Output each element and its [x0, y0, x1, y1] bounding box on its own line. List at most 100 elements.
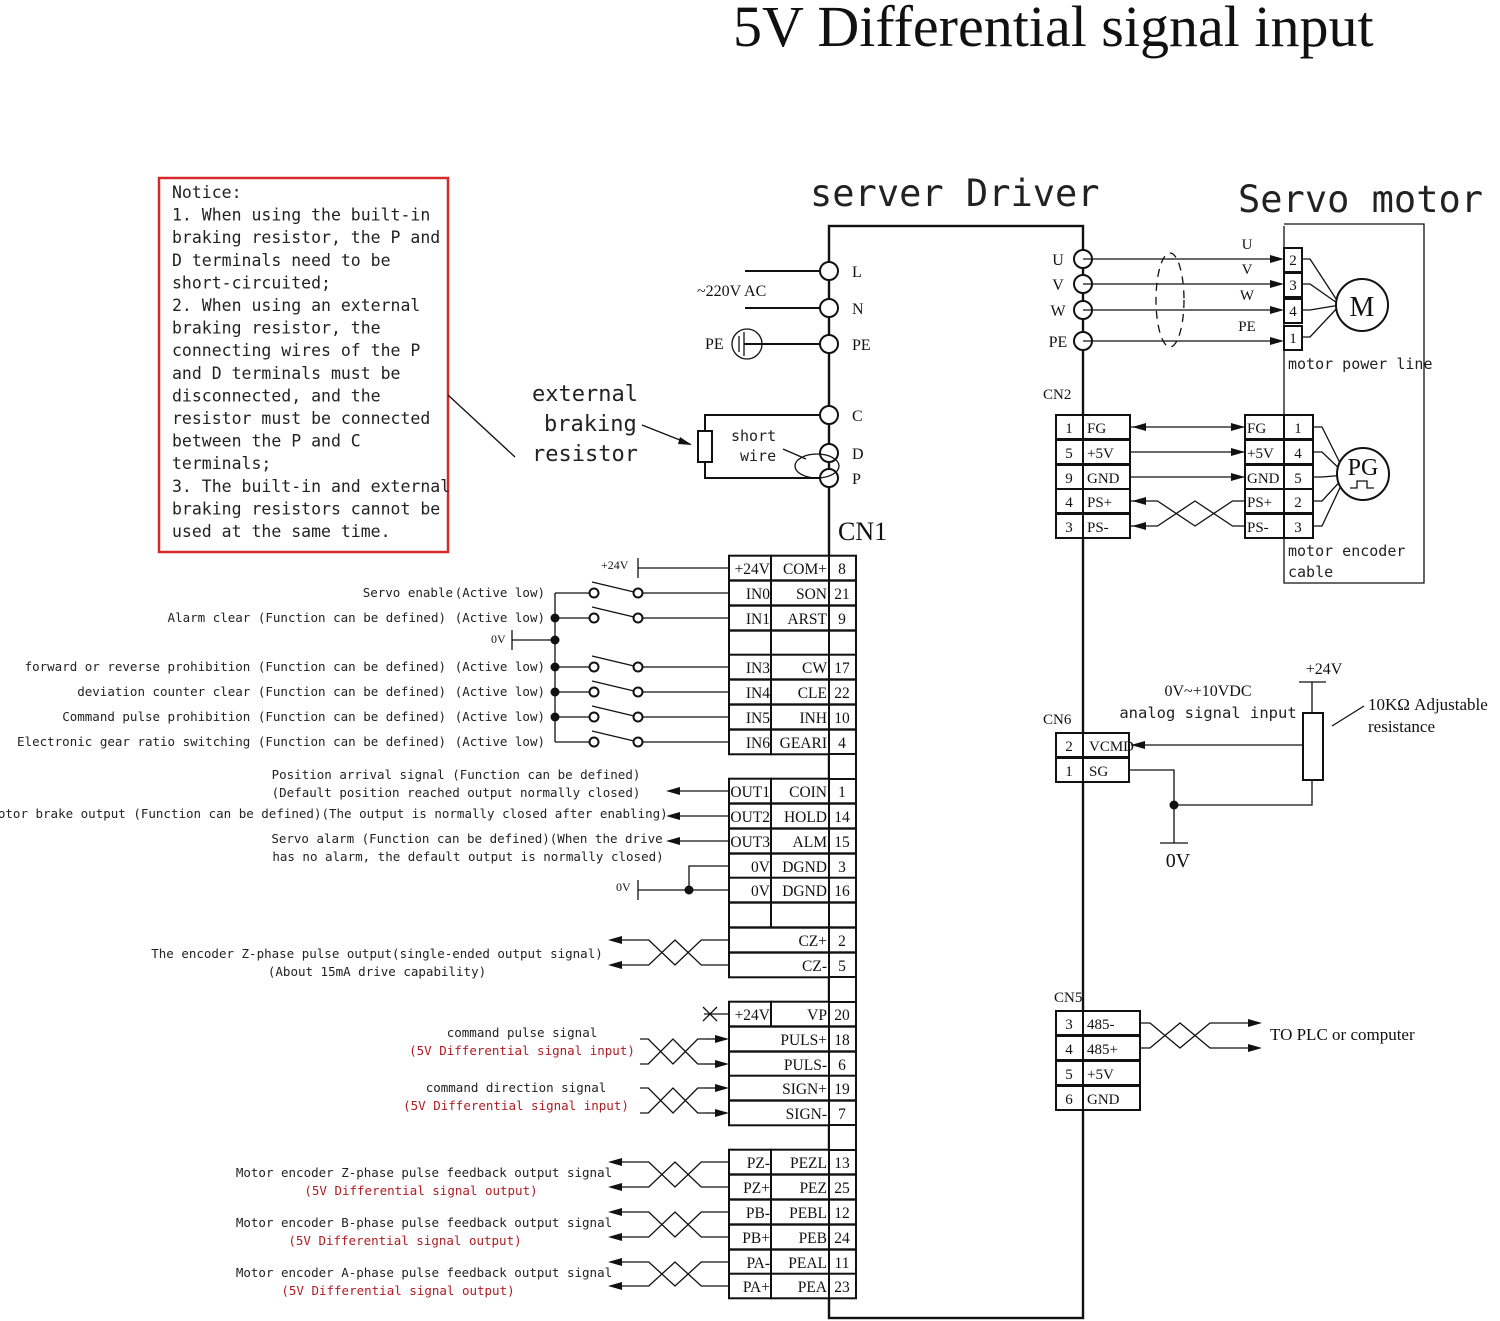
plc-target-label: TO PLC or computer — [1270, 1025, 1415, 1044]
cn1-signal-name: PULS+ — [780, 1032, 827, 1049]
encoder-pin-number: 2 — [1294, 495, 1302, 511]
cn2-pin-number: 3 — [1065, 520, 1073, 536]
cn1-io-name: OUT3 — [730, 834, 770, 851]
arrow-head — [666, 787, 680, 795]
cn1-pin-number: 13 — [834, 1155, 850, 1172]
encoder-signal: GND — [1247, 471, 1280, 487]
motor-pin-cell — [1283, 298, 1303, 324]
arrow-head — [666, 812, 680, 820]
arrow-head — [1248, 1044, 1262, 1052]
motor-symbol: M — [1350, 292, 1375, 323]
cn2-signal: PS- — [1087, 520, 1109, 536]
motor-lead — [1302, 283, 1341, 306]
arrow-head — [608, 936, 622, 944]
cn2-pin-number: 5 — [1065, 446, 1073, 462]
cn1-pin-number: 12 — [834, 1205, 850, 1222]
output-description: (Default position reached output normall… — [272, 785, 641, 800]
twisted-wire-b — [640, 1161, 710, 1188]
supply-24v-label: +24V — [601, 558, 629, 572]
cn6-signal: SG — [1089, 764, 1108, 780]
cn1-signal-name: CZ+ — [798, 933, 827, 950]
pulse-icon — [1350, 480, 1374, 489]
pot-label: 10KΩ Adjustable — [1368, 695, 1488, 714]
motor-terminal-label: V — [1052, 277, 1064, 294]
cn1-pin-number: 20 — [834, 1007, 850, 1024]
cn1-signal-cell — [770, 852, 830, 880]
cn1-pin-cell — [828, 1248, 857, 1276]
cn2-pin-number: 4 — [1065, 495, 1073, 511]
arrow-head — [678, 437, 692, 445]
input-active-level: (Active low) — [455, 684, 545, 699]
input-twisted-pair — [640, 1087, 706, 1114]
cn1-signal-cell — [770, 901, 830, 929]
cn1-io-cell — [728, 1223, 772, 1251]
feedback-description: Motor encoder B-phase pulse feedback out… — [236, 1215, 612, 1230]
cn1-signal-name: PEB — [799, 1230, 827, 1247]
cn1-pin-cell — [828, 901, 857, 929]
notice-line: resistor must be connected — [172, 409, 430, 428]
input-active-level: (Active low) — [455, 659, 545, 674]
twisted-wire-b — [640, 1087, 706, 1114]
arrow-head — [608, 1183, 622, 1191]
potentiometer-icon — [1302, 712, 1324, 781]
arrow-head — [1231, 448, 1245, 456]
cn1-pin-cell — [828, 703, 857, 731]
short-wire-loop — [794, 453, 840, 479]
analog-range-label: 0V~+10VDC — [1164, 683, 1251, 700]
cn1-pin-cell — [828, 579, 857, 607]
switch-contact — [632, 661, 644, 673]
cn1-signal-name: PEZ — [799, 1180, 827, 1197]
cn1-signal-name: COIN — [789, 784, 827, 801]
arrow-head — [608, 1208, 622, 1216]
cn1-signal-cell — [728, 1099, 830, 1127]
ac-supply-label: ~220V AC — [697, 283, 766, 300]
input-active-level: (Active low) — [455, 734, 545, 749]
motor-wire-label: U — [1242, 237, 1253, 253]
notice-line: short-circuited; — [172, 273, 331, 292]
cn1-pin-number: 17 — [834, 660, 850, 677]
switch-contact — [632, 736, 644, 748]
notice-line: braking resistor, the — [172, 319, 381, 338]
cn1-io-name: IN3 — [746, 660, 770, 677]
cn1-signal-name: CW — [802, 660, 827, 677]
feedback-description-highlight: (5V Differential signal output) — [288, 1233, 521, 1248]
twisted-wire-a — [1145, 500, 1245, 527]
cn5-label: CN5 — [1054, 990, 1082, 1006]
arrow-head — [1131, 741, 1145, 749]
cn5-pin-cell — [1055, 1035, 1084, 1061]
cn5-signal-cell — [1082, 1060, 1141, 1086]
cn1-pin-number: 1 — [838, 784, 846, 801]
arrow-head — [1270, 306, 1284, 314]
switch-contact — [632, 612, 644, 624]
dgnd-tie-wire — [688, 865, 729, 890]
arrow-head — [1270, 280, 1284, 288]
notice-line: Notice: — [172, 183, 242, 202]
cn2-signal: GND — [1087, 471, 1120, 487]
switch-contact — [588, 661, 600, 673]
encoder-pin-number: 3 — [1294, 520, 1302, 536]
cn1-signal-cell — [770, 728, 830, 756]
pot-ground-wire — [1174, 780, 1313, 806]
feedback-twisted-pair — [640, 1161, 710, 1188]
twisted-wire-b — [1145, 500, 1245, 527]
arrow-head — [1270, 337, 1284, 345]
cn1-signal-name: PULS- — [784, 1057, 827, 1074]
input-description: Electronic gear ratio switching (Functio… — [17, 734, 446, 749]
arrow-head — [608, 1158, 622, 1166]
cn1-pin-gap — [828, 753, 857, 780]
motor-terminal-label: W — [1050, 303, 1066, 320]
twisted-wire-a — [640, 1087, 706, 1114]
cn2-signal: FG — [1087, 421, 1106, 437]
cn1-io-cell — [728, 901, 772, 929]
cn1-io-name: 0V — [751, 883, 771, 900]
twisted-wire-b — [640, 939, 710, 966]
cn1-pin-number: 7 — [838, 1106, 846, 1123]
switch-contact — [588, 736, 600, 748]
input-active-level: (Active low) — [455, 610, 545, 625]
